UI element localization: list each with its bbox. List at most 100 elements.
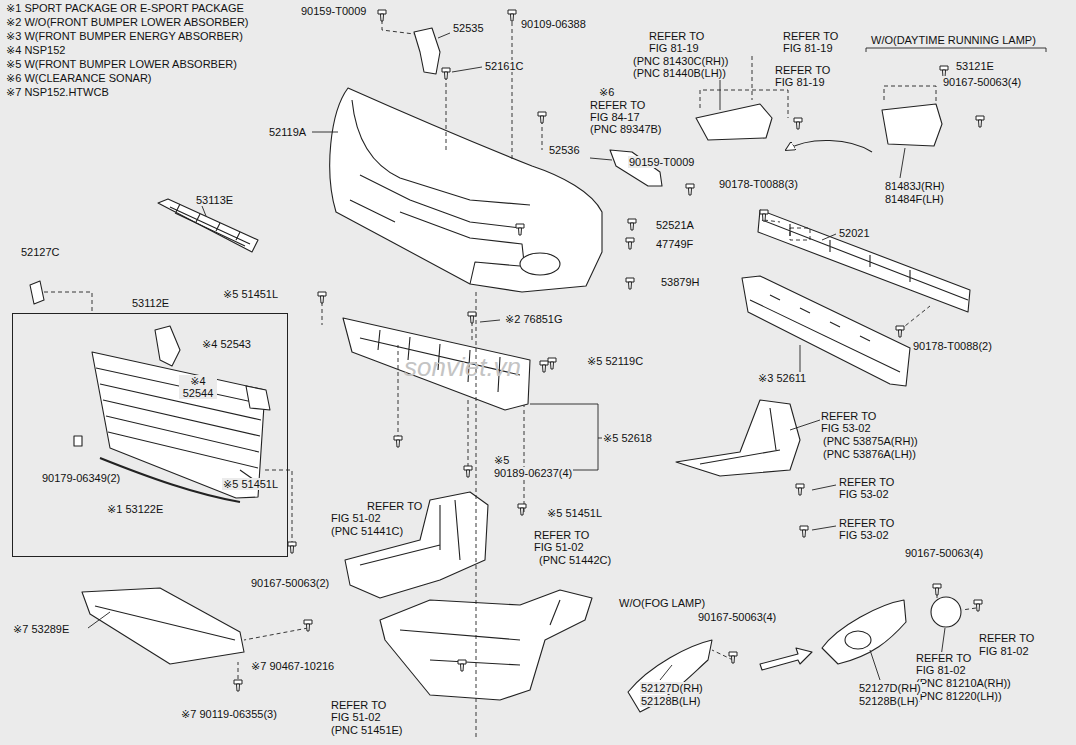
callout-number: ※6 [598, 86, 615, 98]
fog-hole [845, 631, 871, 649]
drawing-path [551, 362, 554, 369]
bolt [458, 660, 466, 671]
bolt [794, 118, 802, 129]
callout-number: FIG 81-02 [978, 645, 1030, 657]
bumper-lower [470, 262, 520, 284]
drawing-path [799, 488, 802, 495]
drawing-path [458, 660, 466, 664]
drawing-path [378, 10, 386, 14]
callout-number: ※5 51451L [222, 288, 279, 300]
drawing-path [626, 278, 634, 282]
drawing-path [322, 302, 323, 325]
under-cover [345, 492, 488, 598]
drawing-path [760, 210, 768, 214]
drawing-path [472, 322, 473, 342]
callout-number: 90159-T0009 [300, 5, 367, 17]
callout-number: REFER TO [782, 30, 839, 42]
grille-bars [96, 368, 262, 482]
absorber [343, 318, 530, 410]
drawing-path [312, 132, 338, 133]
callout-number: 52127D(RH) [640, 682, 704, 694]
bolt [626, 238, 634, 249]
footnote: ※7 NSP152.HTWCB [5, 86, 110, 98]
fog-cover [628, 640, 712, 712]
bolt [976, 116, 984, 127]
drawing-path [512, 22, 513, 160]
drawing-path [304, 620, 312, 624]
callout-number: 52536 [548, 144, 581, 156]
drawing-path [977, 604, 980, 611]
drawing-g [234, 10, 984, 691]
callout-number: ※3 52611 [757, 372, 807, 384]
drawing-path [629, 282, 632, 289]
callout-number: ※7 53289E [12, 623, 70, 635]
drawing-path [812, 485, 836, 490]
under-cover [380, 590, 592, 700]
bolt [304, 620, 312, 631]
bolt [628, 219, 636, 230]
bolt [800, 526, 808, 537]
liner [676, 400, 800, 476]
drawing-path [763, 214, 766, 221]
callout-number: 90167-50063(2) [250, 577, 330, 589]
callout-number: FIG 53-02 [838, 488, 890, 500]
drawing-path [899, 330, 902, 337]
drawing-path [548, 358, 556, 362]
drawing-path [461, 664, 464, 671]
callout-number: FIG 51-02 [330, 711, 382, 723]
drawing-path [590, 158, 612, 160]
part-number: ※4 52543 [201, 338, 252, 350]
drawing-path [44, 292, 92, 313]
group-part-number: 53112E [131, 297, 170, 309]
callout-number: (PNC 53876A(LH)) [822, 448, 917, 460]
drawing-path [626, 238, 634, 242]
callout-number: ※5 51451L [222, 478, 279, 490]
callout-number: REFER TO [774, 64, 831, 76]
drawing-path [530, 404, 602, 470]
bolt [540, 361, 548, 372]
move-arrow [760, 648, 812, 670]
bolt [442, 68, 450, 79]
bolt [729, 652, 737, 663]
callout-number: 53113E [195, 194, 234, 206]
clip [30, 281, 44, 304]
callout-number: FIG 81-19 [648, 42, 700, 54]
callout-number: 52521A [655, 219, 695, 231]
callout-number: (PNC 81210A(RH)) [915, 677, 1012, 689]
drawing-path [764, 220, 780, 222]
callout-number: FIG 81-19 [782, 42, 834, 54]
callout-number: (PNC 81440B(LH)) [632, 67, 727, 79]
drawing-path [480, 320, 500, 322]
callout-number: 53879H [660, 276, 701, 288]
leader-line [88, 33, 1046, 680]
drawing-path [511, 14, 514, 21]
callout-number: ※5 52119C [586, 355, 644, 367]
callout-number: 52161C [484, 60, 525, 72]
callout-number: 47749F [655, 238, 694, 250]
bolt [288, 542, 296, 553]
drawing-path [660, 665, 672, 680]
drawing-path [800, 526, 808, 530]
drawing-path [700, 90, 788, 118]
drawing-path [237, 684, 240, 691]
callout-number: (PNC 51451E) [330, 724, 404, 736]
drawing-path [244, 628, 308, 640]
grille-piece [246, 386, 270, 410]
fog-cover [822, 600, 906, 664]
callout-number: FIG 84-17 [589, 111, 641, 123]
callout-number: 52119A [268, 126, 307, 138]
drawing-path [452, 67, 482, 72]
callout-number: ※7 90119-06355(3) [180, 708, 278, 720]
drawing-path [940, 66, 948, 70]
drawing-path [540, 361, 548, 365]
drawing-path [797, 122, 800, 129]
bolt [896, 326, 904, 337]
energy-absorber [742, 276, 910, 386]
bolt [464, 466, 472, 477]
drawing-path [288, 542, 296, 546]
callout-number: REFER TO [838, 476, 895, 488]
drawing-path [202, 206, 206, 216]
drawing-path [812, 526, 836, 530]
reinforcement-detail [762, 220, 968, 300]
absorber-holes [750, 295, 900, 372]
